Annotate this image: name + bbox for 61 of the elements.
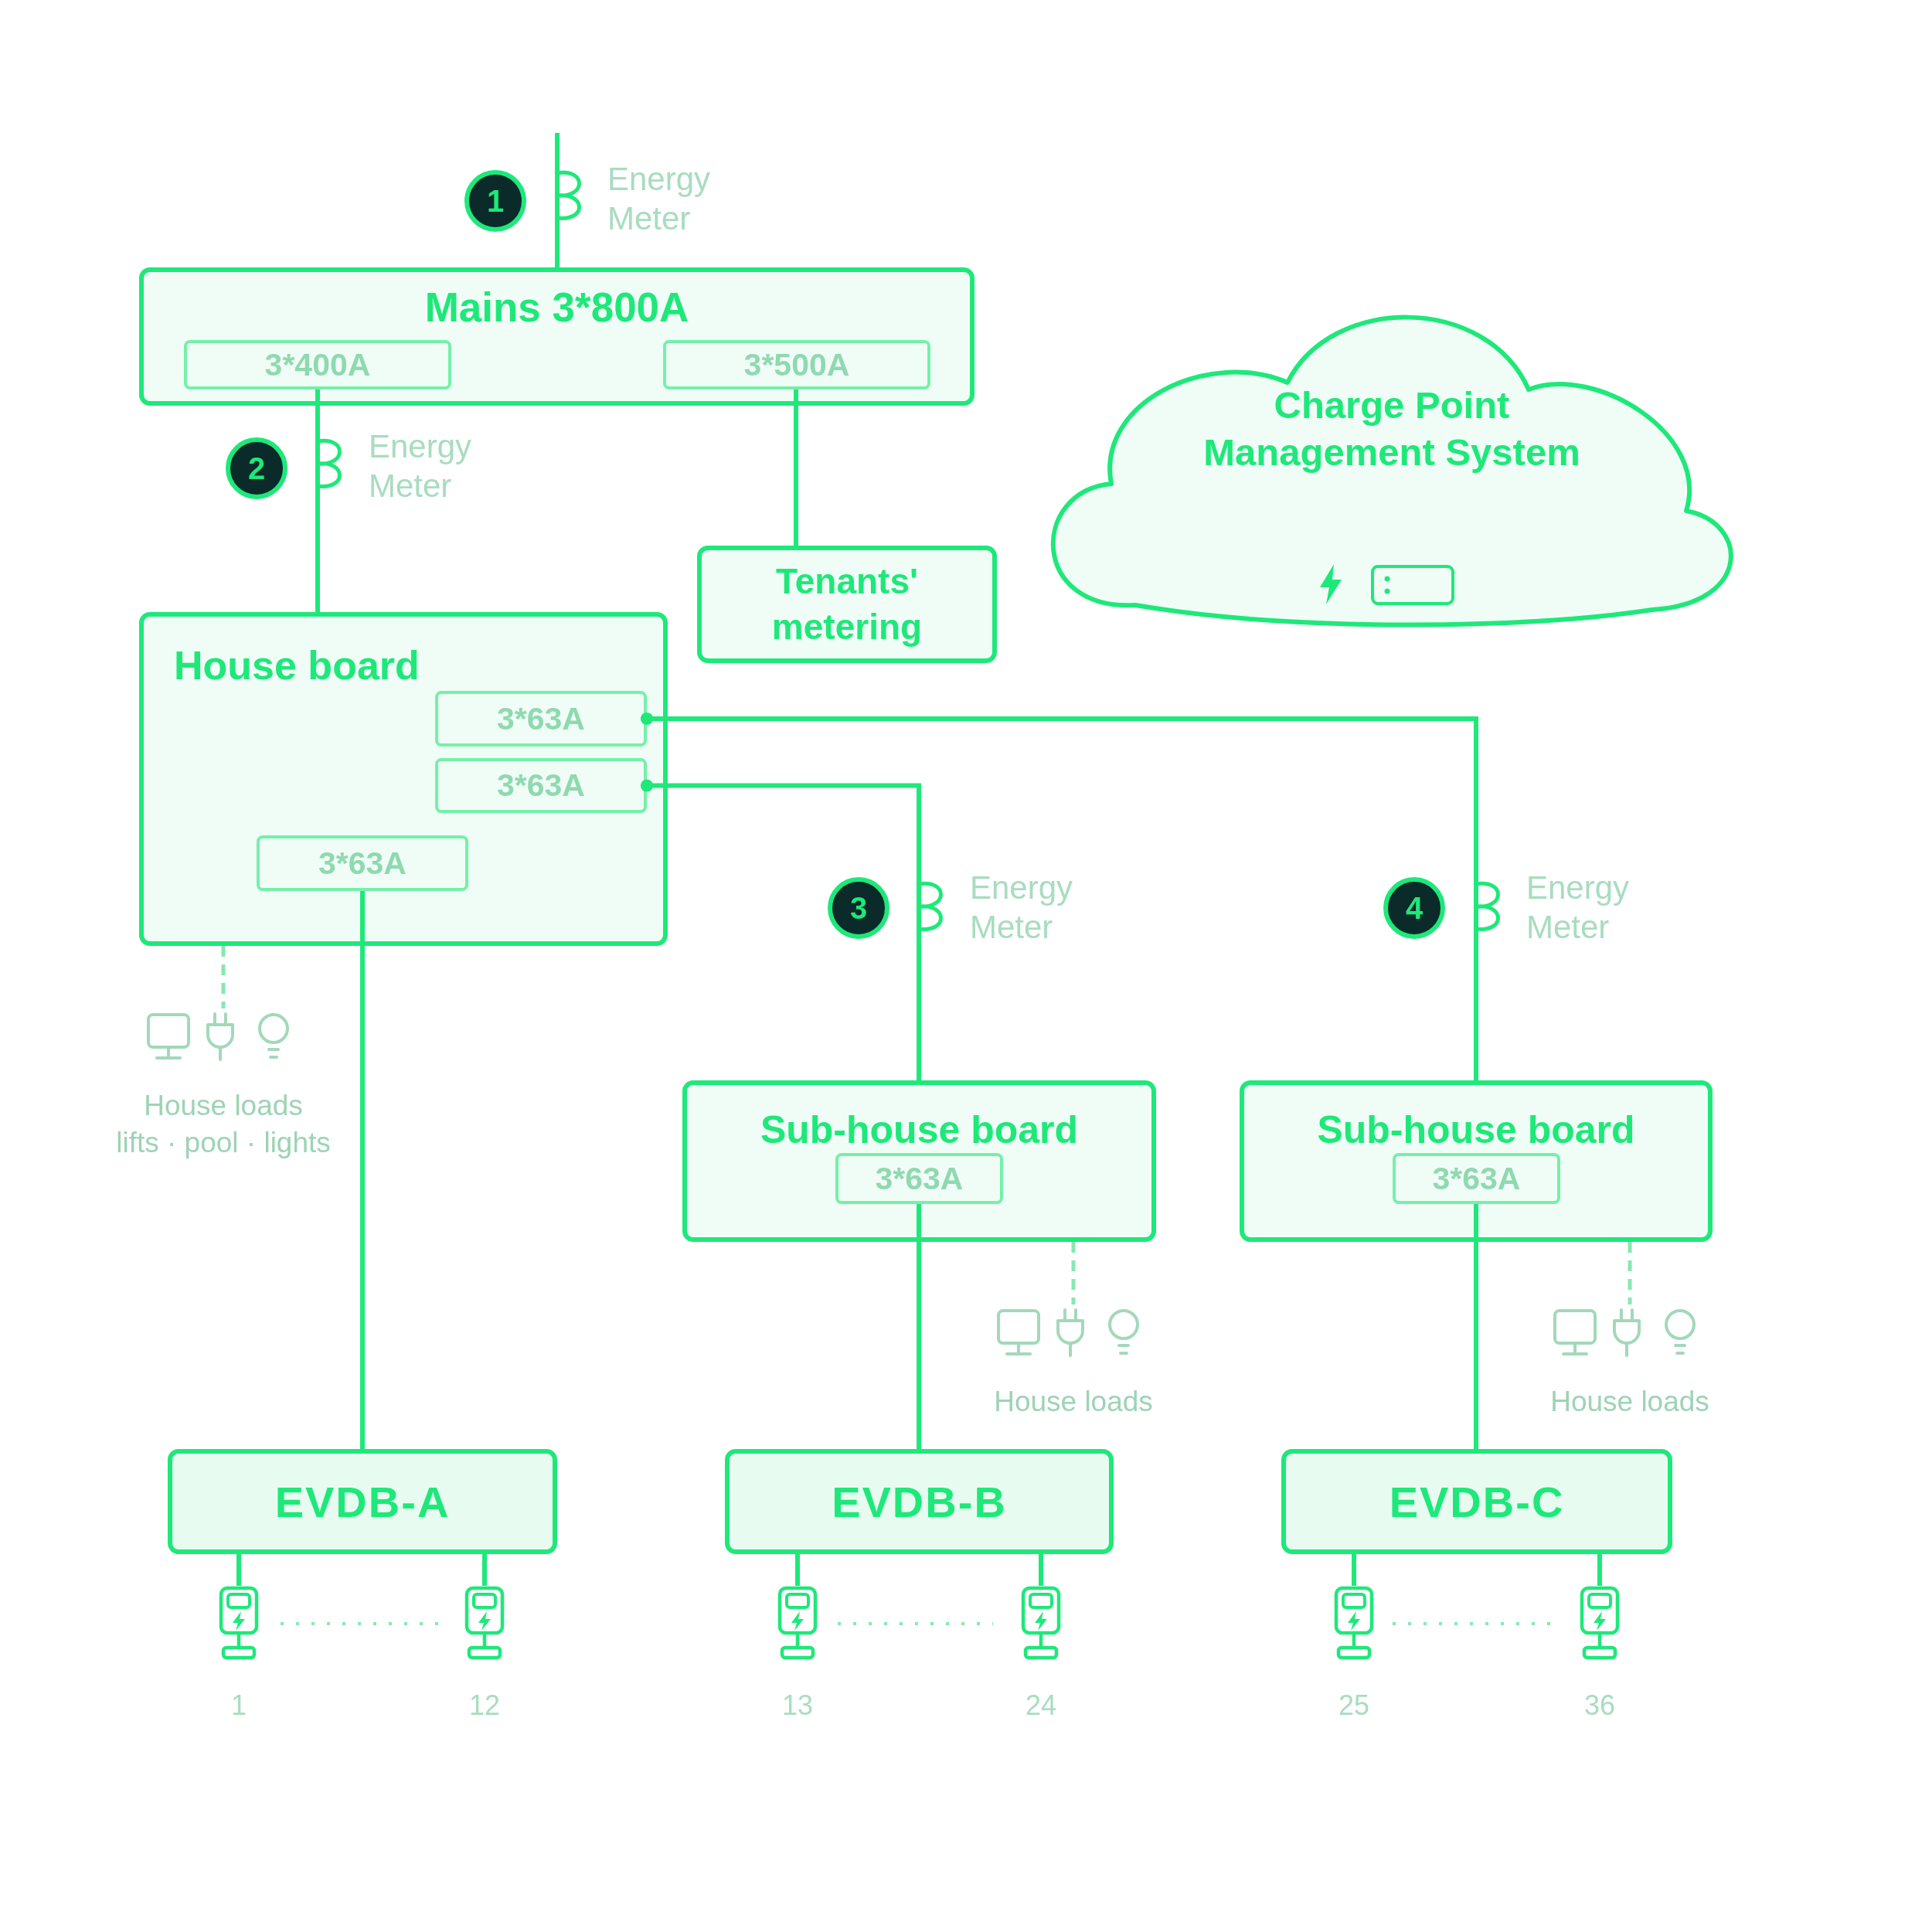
connector-line [794, 389, 798, 546]
connector-line [482, 1554, 487, 1586]
connector-line [795, 1554, 800, 1586]
callout-number: 4 [1383, 877, 1445, 939]
connector-line [555, 133, 560, 267]
ev-charger-icon [777, 1586, 818, 1660]
ev-charger-icon [1580, 1586, 1620, 1660]
charger-number: 1 [230, 1689, 247, 1723]
breaker-rating: 3*63A [435, 691, 647, 747]
charger-number: 36 [1583, 1689, 1616, 1723]
callout-number: 2 [226, 437, 287, 499]
breaker-rating: 3*63A [435, 758, 647, 813]
ev-distribution-board: EVDB-C [1281, 1449, 1672, 1554]
breaker-rating: 3*400A [184, 340, 451, 389]
connector-line [315, 389, 320, 612]
meter-label: Energy Meter [970, 869, 1074, 947]
dashed-connector [1628, 1242, 1632, 1304]
metering-panel: Tenants' metering [697, 546, 997, 663]
charger-number: 24 [1024, 1689, 1057, 1723]
connector-line [360, 891, 365, 1449]
connector-line [1352, 1554, 1356, 1586]
ev-charger-icon [1021, 1586, 1061, 1660]
panel-title: Sub-house board [1316, 1107, 1636, 1153]
mains-panel [139, 267, 975, 406]
ev-charger-icon [219, 1586, 259, 1660]
dashed-connector [1071, 1242, 1076, 1304]
load-caption: lifts · pool · lights [115, 1126, 332, 1160]
house-board-panel [139, 612, 668, 946]
cloud-title: Charge Point Management System [1202, 383, 1581, 474]
load-caption: House loads [1549, 1385, 1710, 1419]
dashed-connector [221, 946, 226, 1009]
connector-line [1597, 1554, 1602, 1586]
charger-number: 25 [1337, 1689, 1370, 1723]
charger-number: 13 [781, 1689, 814, 1723]
panel-title: House board [174, 642, 420, 689]
connector-line [1039, 1554, 1043, 1586]
ev-charger-icon [1334, 1586, 1374, 1660]
sub-board-panel [1240, 1080, 1713, 1242]
connector-line [640, 779, 921, 1080]
load-caption: House loads [143, 1089, 304, 1123]
connector-line [640, 712, 1478, 1080]
callout-number: 1 [464, 170, 526, 232]
load-caption: House loads [993, 1385, 1154, 1419]
charger-number: 12 [468, 1689, 501, 1723]
meter-label: Energy Meter [607, 160, 712, 238]
connector-line [917, 1204, 921, 1449]
breaker-rating: 3*63A [1393, 1153, 1560, 1204]
breaker-rating: 3*500A [663, 340, 930, 389]
meter-label: Energy Meter [1526, 869, 1631, 947]
ev-distribution-board: EVDB-B [725, 1449, 1114, 1554]
connector-line [1474, 1204, 1478, 1449]
connector-line [236, 1554, 241, 1586]
meter-label: Energy Meter [369, 427, 473, 505]
callout-number: 3 [828, 877, 889, 939]
sub-board-panel [682, 1080, 1156, 1242]
breaker-rating: 3*63A [257, 835, 468, 891]
breaker-rating: 3*63A [835, 1153, 1003, 1204]
ev-distribution-board: EVDB-A [168, 1449, 557, 1554]
panel-title: Sub-house board [759, 1107, 1080, 1153]
ev-charger-icon [464, 1586, 505, 1660]
panel-title: Mains 3*800A [423, 284, 690, 331]
